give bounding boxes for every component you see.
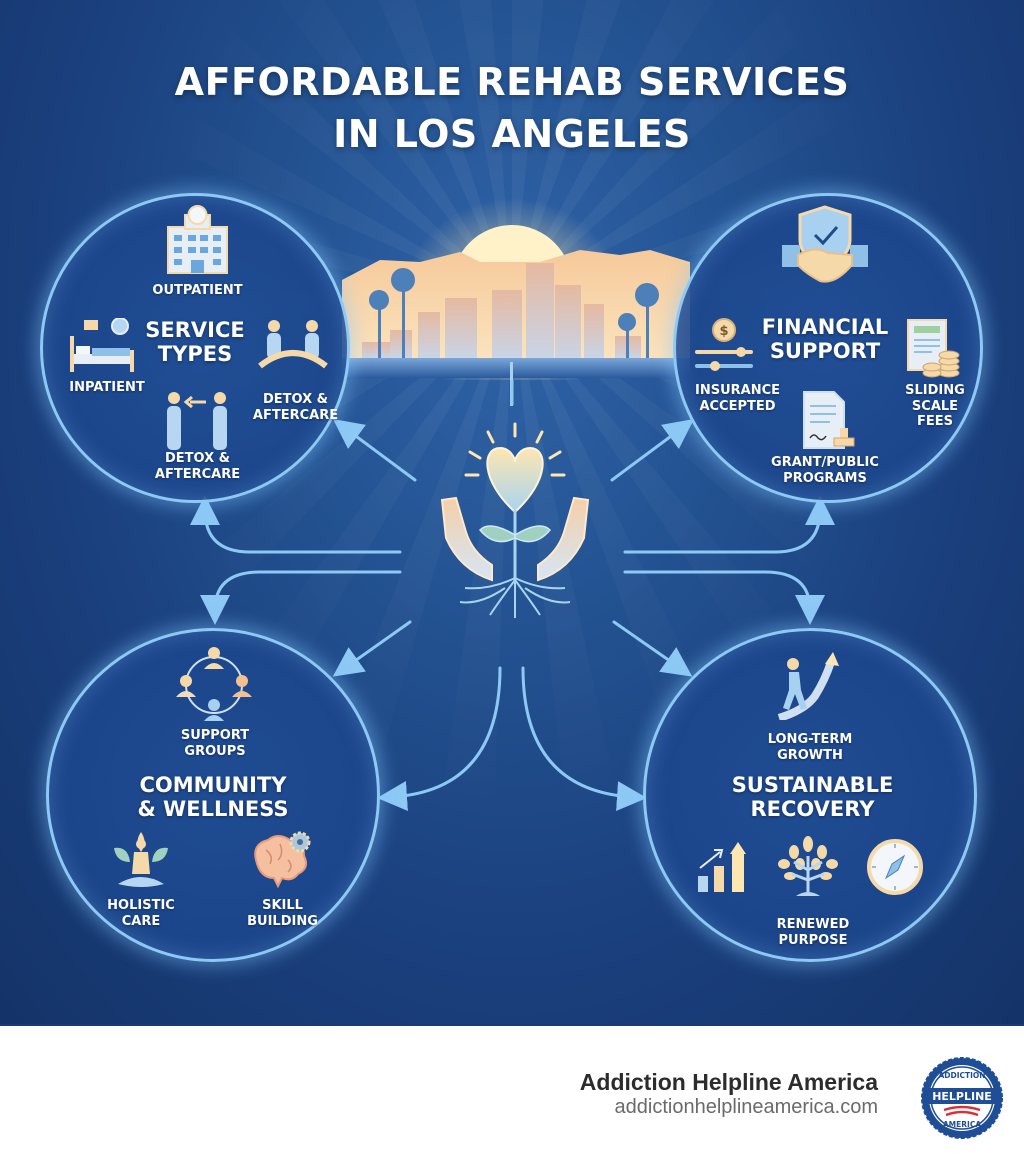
helpline-america-seal-icon: ADDICTION HELPLINE AMERICA [921, 1057, 1003, 1139]
grant-public-line2: PROGRAMS [783, 470, 867, 486]
sliding-scale-line1: SLIDING [905, 383, 965, 398]
skill-building-line1: SKILL [262, 898, 303, 913]
tree-icon [778, 836, 838, 896]
support-groups-line1: SUPPORT [180, 728, 250, 743]
community-wellness-title: COMMUNITY & WELLNESS [108, 773, 318, 821]
support-groups-line2: GROUPS [184, 743, 246, 759]
los-angeles-skyline-icon [342, 225, 690, 406]
hospital-building-icon [167, 205, 228, 274]
sustainable-recovery-title-line1: SUSTAINABLE [731, 773, 894, 797]
page-title-line1: AFFORDABLE REHAB SERVICES [174, 60, 850, 104]
long-term-growth-line1: LONG-TERM [767, 732, 853, 747]
insurance-accepted-line1: INSURANCE [694, 383, 780, 398]
compass-icon [867, 839, 923, 895]
holistic-care-line2: CARE [121, 913, 161, 929]
seal-mid-text: HELPLINE [932, 1090, 992, 1103]
skill-building-line2: BUILDING [247, 913, 318, 929]
shield-handshake-icon [782, 205, 868, 283]
long-term-growth-label: LONG-TERM GROWTH [760, 732, 860, 763]
sliding-scale-line2: SCALE [911, 398, 959, 414]
community-wellness-title-line2: & WELLNESS [137, 797, 289, 822]
service-types-title: SERVICE TYPES [135, 318, 255, 366]
grant-public-programs-label: GRANT/PUBLIC PROGRAMS [755, 455, 895, 486]
skill-building-label: SKILL BUILDING [235, 898, 330, 929]
service-types-title-line2: TYPES [157, 342, 233, 367]
page-title-line2: IN LOS ANGELES [333, 112, 691, 156]
sliding-scale-fees-label: SLIDING SCALE FEES [900, 383, 970, 430]
renewed-purpose-label: RENEWED PURPOSE [763, 917, 863, 948]
footer-website-link[interactable]: addictionhelplineamerica.com [614, 1096, 878, 1118]
community-wellness-title-line1: COMMUNITY [139, 773, 287, 797]
holistic-care-label: HOLISTIC CARE [95, 898, 187, 929]
bar-chart-growth-icon [698, 842, 746, 892]
bill-coins-icon [907, 319, 960, 378]
renewed-purpose-line1: RENEWED [776, 917, 850, 932]
detox-aftercare-label-2: DETOX & AFTERCARE [140, 451, 255, 482]
svg-text:$: $ [719, 324, 728, 339]
heart-hands-roots-icon [440, 422, 590, 618]
meditation-icon [114, 832, 168, 887]
financial-support-title-line1: FINANCIAL [761, 315, 889, 339]
infographic-canvas: AFFORDABLE REHAB SERVICES IN LOS ANGELES [0, 0, 1024, 1024]
financial-support-title: FINANCIAL SUPPORT [755, 315, 895, 363]
insurance-accepted-label: INSURANCE ACCEPTED [690, 383, 785, 414]
sustainable-recovery-title-line2: RECOVERY [750, 797, 875, 822]
outpatient-label: OUTPATIENT [152, 283, 243, 298]
support-groups-label: SUPPORT GROUPS [160, 728, 270, 759]
seal-bottom-text: AMERICA [943, 1120, 981, 1129]
service-types-title-line1: SERVICE [145, 318, 245, 342]
detox-aftercare-label-1: DETOX & AFTERCARE [248, 392, 343, 423]
bed-clock-icon [70, 318, 134, 372]
footer: Addiction Helpline America addictionhelp… [0, 1024, 1024, 1154]
holistic-care-line1: HOLISTIC [107, 898, 175, 913]
renewed-purpose-line2: PURPOSE [778, 932, 848, 948]
detox-aftercare-label-2-line1: DETOX & [164, 451, 230, 466]
long-term-growth-line2: GROWTH [777, 747, 843, 763]
inpatient-label: INPATIENT [69, 380, 145, 395]
detox-aftercare-label-1-line2: AFTERCARE [252, 407, 339, 423]
detox-aftercare-label-2-line2: AFTERCARE [154, 466, 241, 482]
community-wellness-circle [46, 628, 380, 962]
document-stamp-icon [803, 391, 855, 449]
seal-top-text: ADDICTION [938, 1071, 985, 1080]
coin-slider-icon: $ [695, 318, 753, 371]
grant-public-line1: GRANT/PUBLIC [771, 455, 879, 470]
connector-arrows [190, 380, 835, 811]
walking-uphill-icon [777, 652, 839, 720]
detox-aftercare-label-1-line1: DETOX & [262, 392, 328, 407]
group-circle-icon [176, 647, 252, 721]
handoff-people-icon [167, 392, 227, 450]
bridge-people-icon [258, 320, 328, 369]
brain-gear-icon [254, 831, 311, 889]
insurance-accepted-line2: ACCEPTED [699, 398, 776, 414]
financial-support-title-line2: SUPPORT [769, 339, 881, 364]
sustainable-recovery-title: SUSTAINABLE RECOVERY [705, 773, 920, 821]
sliding-scale-line3: FEES [916, 414, 953, 430]
sustainable-recovery-circle [643, 628, 977, 962]
footer-brand-name: Addiction Helpline America [579, 1069, 878, 1095]
